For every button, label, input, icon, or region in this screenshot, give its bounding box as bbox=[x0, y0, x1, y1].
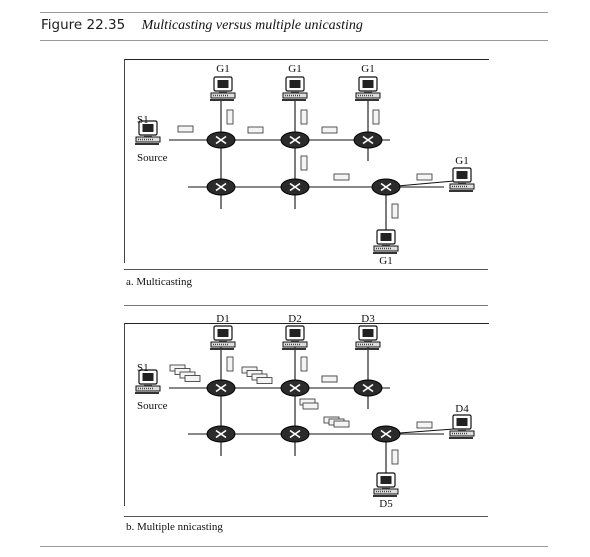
packet-icon bbox=[184, 375, 201, 382]
router-icon bbox=[206, 379, 236, 397]
packet-icon bbox=[256, 377, 273, 384]
packet-icon bbox=[321, 126, 338, 134]
destination-label: G1 bbox=[455, 155, 468, 167]
panel-a-caption: a. Multicasting bbox=[126, 276, 192, 288]
packet-icon bbox=[302, 402, 319, 410]
packet-icon bbox=[416, 421, 433, 429]
destination-label: G1 bbox=[361, 63, 374, 75]
router-icon bbox=[371, 425, 401, 443]
computer-icon bbox=[355, 325, 381, 350]
bottom-rule bbox=[40, 546, 548, 547]
computer-icon bbox=[449, 167, 475, 192]
packet-icon bbox=[416, 173, 433, 181]
router-icon bbox=[280, 425, 310, 443]
panel-a-rule bbox=[124, 269, 488, 270]
computer-icon bbox=[135, 120, 161, 145]
router-icon bbox=[280, 379, 310, 397]
packet-icon bbox=[372, 109, 380, 125]
panel-b-caption: b. Multiple nnicasting bbox=[126, 521, 223, 533]
computer-icon bbox=[135, 369, 161, 394]
destination-label: G1 bbox=[379, 255, 392, 267]
router-icon bbox=[280, 178, 310, 196]
figure-number: Figure 22.35 bbox=[41, 17, 126, 33]
packet-icon bbox=[333, 420, 350, 428]
computer-icon bbox=[355, 76, 381, 101]
router-icon bbox=[206, 425, 236, 443]
destination-label: G1 bbox=[288, 63, 301, 75]
packet-icon bbox=[321, 375, 338, 383]
packet-icon bbox=[226, 109, 234, 125]
packet-icon bbox=[300, 155, 308, 171]
packet-icon bbox=[247, 126, 264, 134]
packet-icon bbox=[333, 173, 350, 181]
source-name-label: S1 bbox=[137, 114, 149, 126]
packet-icon bbox=[391, 449, 399, 465]
packet-icon bbox=[391, 203, 399, 219]
packet-icon bbox=[177, 125, 194, 133]
computer-icon bbox=[373, 472, 399, 497]
computer-icon bbox=[373, 229, 399, 254]
separator-rule bbox=[124, 305, 488, 306]
router-icon bbox=[371, 178, 401, 196]
computer-icon bbox=[210, 76, 236, 101]
top-rule bbox=[40, 12, 548, 13]
packet-icon bbox=[300, 356, 308, 372]
packet-icon bbox=[300, 109, 308, 125]
panel-b-frame bbox=[124, 323, 489, 506]
figure-header: Figure 22.35 Multicasting versus multipl… bbox=[41, 17, 363, 34]
router-icon bbox=[206, 178, 236, 196]
router-icon bbox=[280, 131, 310, 149]
destination-label: D1 bbox=[216, 313, 229, 325]
panel-b-rule bbox=[124, 516, 488, 517]
panel-a-frame bbox=[124, 59, 489, 263]
computer-icon bbox=[210, 325, 236, 350]
router-icon bbox=[206, 131, 236, 149]
source-role-label: Source bbox=[137, 152, 168, 164]
router-icon bbox=[353, 131, 383, 149]
destination-label: D3 bbox=[361, 313, 375, 325]
destination-label: D4 bbox=[455, 403, 469, 415]
computer-icon bbox=[449, 414, 475, 439]
computer-icon bbox=[282, 76, 308, 101]
packet-icon bbox=[226, 356, 234, 372]
router-icon bbox=[353, 379, 383, 397]
header-rule bbox=[40, 40, 548, 41]
source-name-label: S1 bbox=[137, 362, 149, 374]
computer-icon bbox=[282, 325, 308, 350]
figure-caption: Multicasting versus multiple unicasting bbox=[141, 18, 363, 33]
destination-label: G1 bbox=[216, 63, 229, 75]
destination-label: D5 bbox=[379, 498, 393, 510]
destination-label: D2 bbox=[288, 313, 301, 325]
source-role-label: Source bbox=[137, 400, 168, 412]
